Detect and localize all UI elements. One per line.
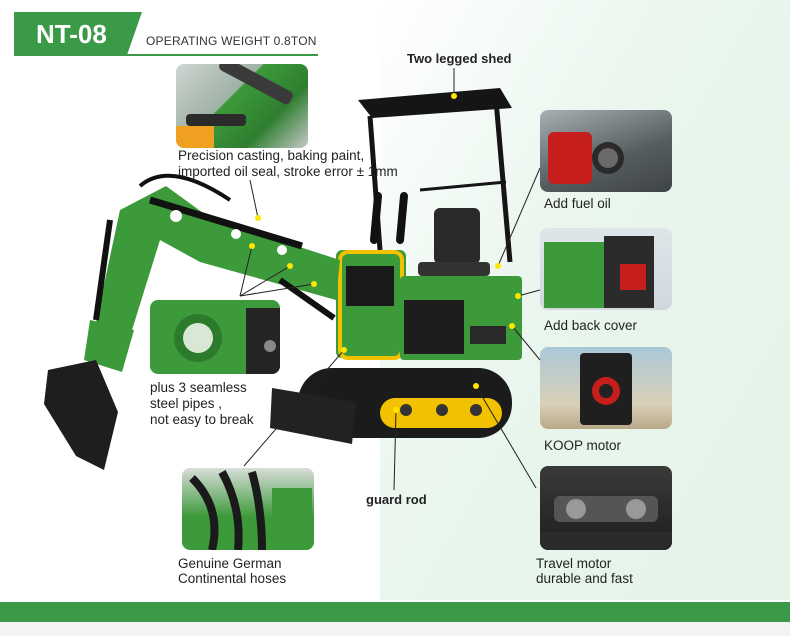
machine-body [336, 250, 522, 360]
seamless-pipes-photo [150, 300, 280, 374]
fuel-tank-photo [540, 110, 672, 192]
marker-dot [451, 93, 457, 99]
cylinder-illustration [176, 64, 293, 148]
back-cover-photo [540, 228, 672, 310]
label-two-legged-shed: Two legged shed [407, 51, 512, 66]
label-back-cover: Add back cover [544, 318, 638, 333]
marker-dot [495, 263, 501, 269]
marker-dot [393, 407, 399, 413]
hoses-photo [182, 468, 314, 550]
bucket [44, 360, 118, 470]
boom-and-arm [84, 173, 340, 372]
label-koop-motor: KOOP motor [544, 438, 622, 453]
label-pipes-line2: steel pipes , [150, 396, 223, 411]
cylinder-photo [176, 64, 308, 148]
label-guard-rod: guard rod [366, 492, 427, 507]
marker-dot [509, 323, 515, 329]
back-cover-illustration [544, 236, 654, 308]
fuel-cap-illustration [548, 132, 624, 184]
hoses-illustration [189, 470, 312, 550]
label-cylinder-line2: imported oil seal, stroke error ± 1mm [178, 164, 398, 179]
pipe-illustration [174, 308, 280, 374]
footer-strip [0, 622, 790, 636]
dozer-blade [270, 388, 356, 444]
marker-dot [341, 347, 347, 353]
label-pipes-line1: plus 3 seamless [150, 380, 247, 395]
marker-dot [255, 215, 261, 221]
label-pipes-line3: not easy to break [150, 412, 254, 427]
label-travel-line2: durable and fast [536, 571, 633, 586]
marker-dot [311, 281, 317, 287]
travel-motor-photo [540, 466, 672, 550]
marker-dot [515, 293, 521, 299]
label-fuel-oil: Add fuel oil [544, 196, 611, 211]
marker-dot [287, 263, 293, 269]
header-underline [14, 54, 318, 56]
model-badge: NT-08 [14, 12, 142, 56]
callout-lines [239, 68, 541, 491]
control-levers [370, 192, 408, 244]
seat [418, 208, 490, 276]
label-cylinder-line1: Precision casting, baking paint, [178, 148, 365, 163]
label-travel-line1: Travel motor [536, 556, 612, 571]
marker-dot [249, 243, 255, 249]
travel-motor-illustration [540, 496, 672, 550]
engine-photo [540, 347, 672, 429]
engine-illustration [580, 353, 632, 425]
marker-dot [473, 383, 479, 389]
label-hoses-line2: Continental hoses [178, 571, 287, 586]
operating-weight: OPERATING WEIGHT 0.8TON [146, 34, 317, 48]
footer-band [0, 602, 790, 622]
label-hoses-line1: Genuine German [178, 556, 282, 571]
